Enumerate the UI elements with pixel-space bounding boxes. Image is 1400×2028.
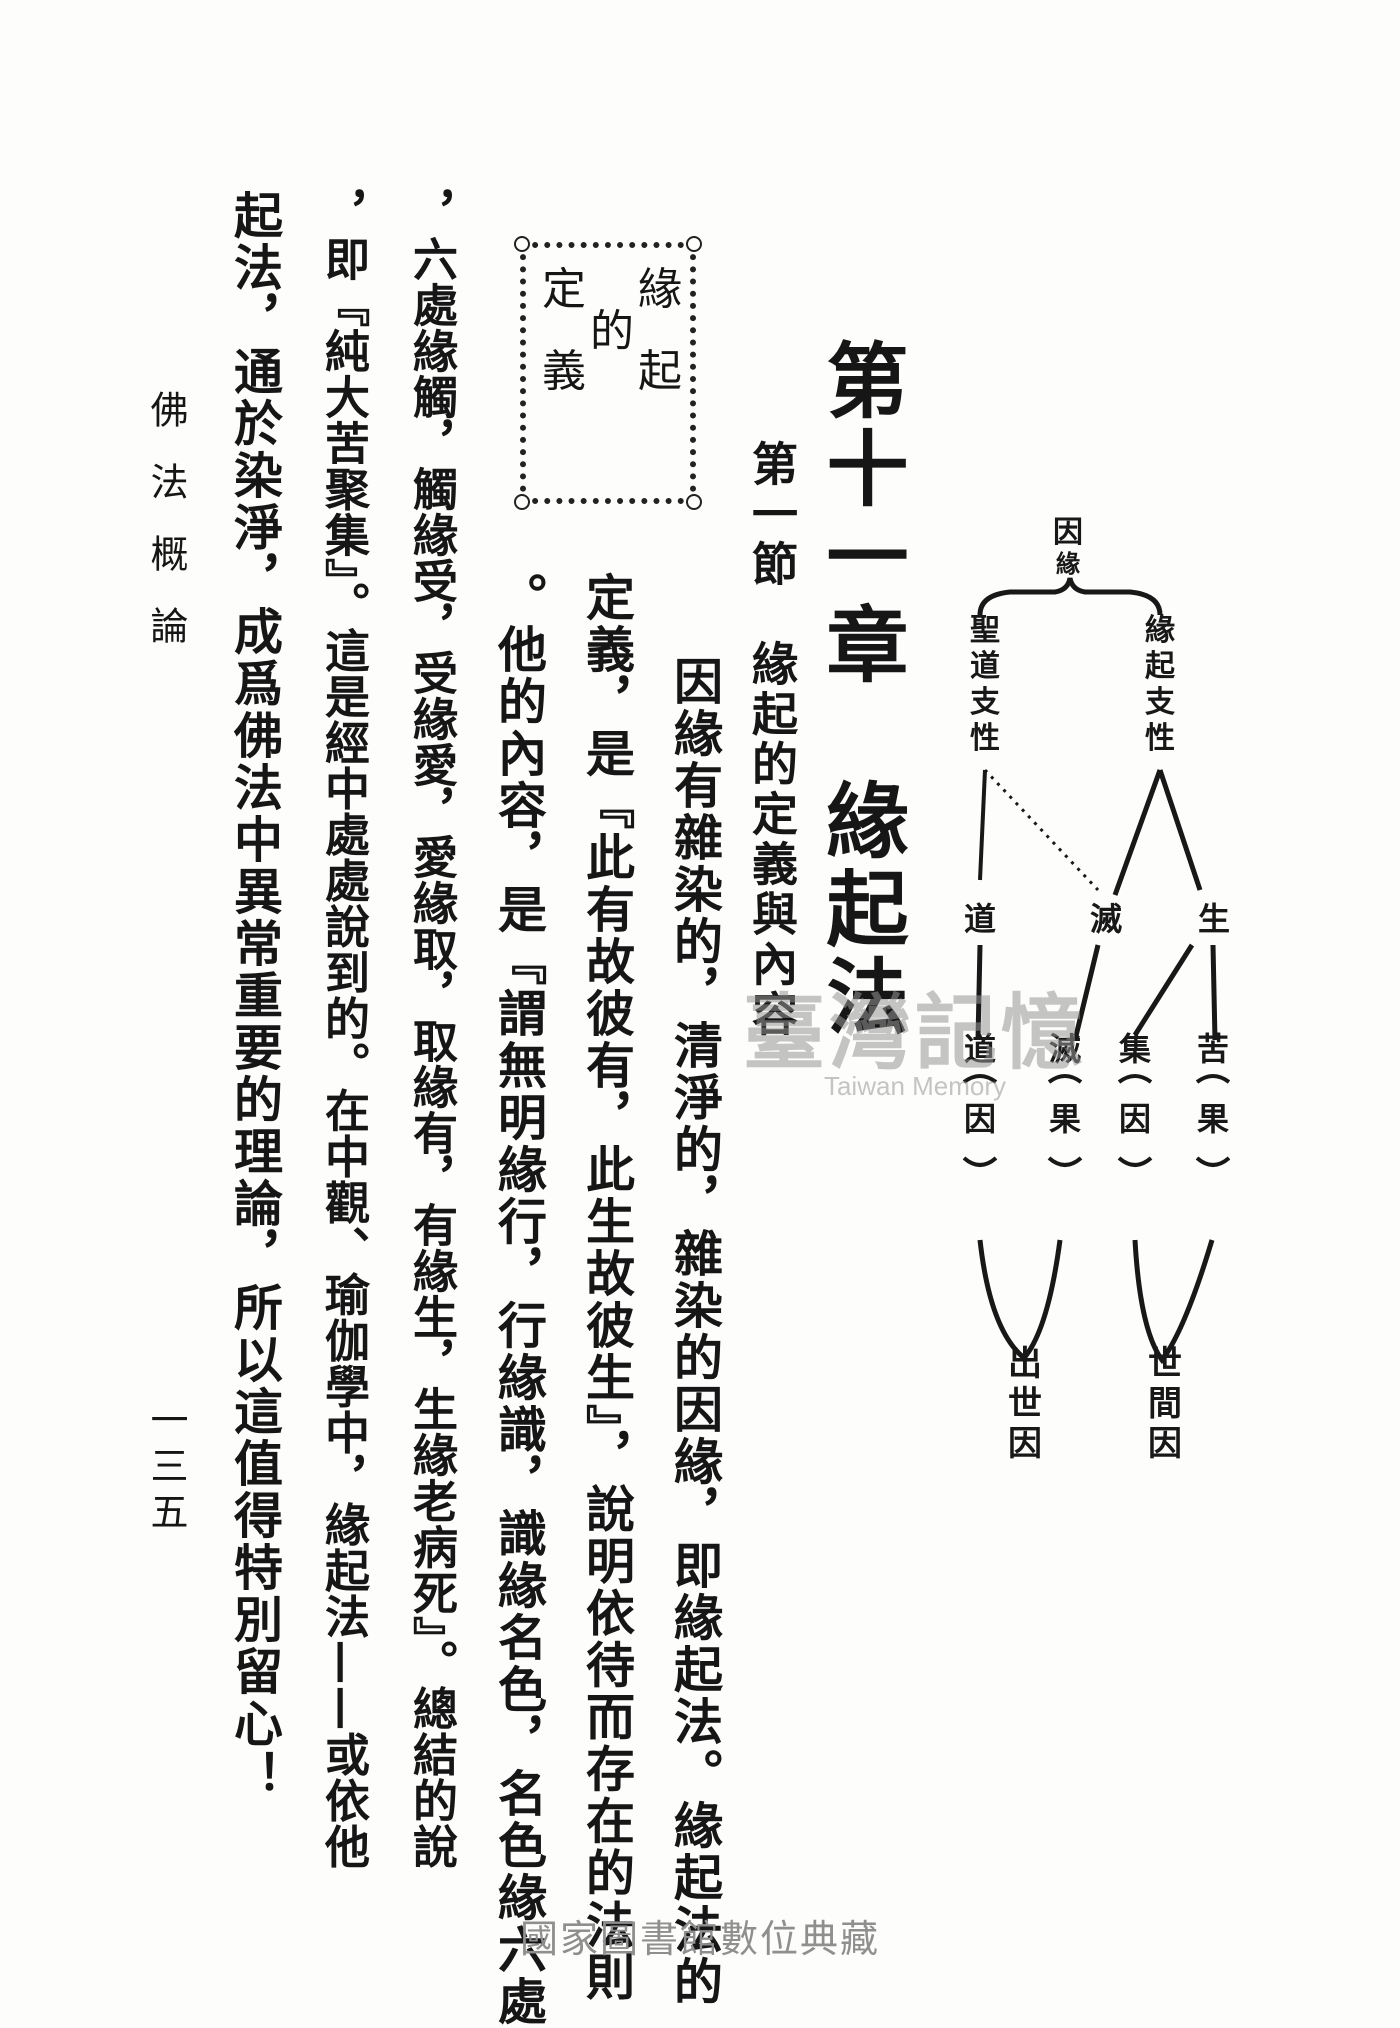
diagram-level3-char: 果 bbox=[1049, 1100, 1081, 1138]
archive-caption: 國家圖書館數位典藏 bbox=[519, 1917, 880, 1961]
body-column-6: 起法，通於染淨，成爲佛法中異常重要的理論，所以這值得特別留心！ bbox=[226, 190, 284, 1802]
diagram-root-bracket bbox=[977, 577, 1163, 616]
diagram-line bbox=[1210, 944, 1218, 1041]
diagram-paren-open bbox=[1195, 1074, 1231, 1084]
diagram-paren-open bbox=[1047, 1074, 1083, 1084]
diagram-branch-char: 性 bbox=[970, 721, 1000, 756]
diagram-paren-close bbox=[1117, 1156, 1153, 1167]
diagram-branch-char: 聖 bbox=[970, 613, 1000, 648]
diagram-result-char: 世 bbox=[1008, 1384, 1042, 1424]
diagram-level3-char: 滅 bbox=[1049, 1030, 1081, 1068]
running-title: 佛法概論 bbox=[144, 390, 188, 678]
diagram-level2-cessation: 滅 bbox=[1090, 900, 1122, 938]
diagram-branch-char: 緣 bbox=[1145, 613, 1175, 648]
body-column-5: ，即『純大苦聚集』。這是經中處處說到的。在中觀、瑜伽學中，緣起法——或依他 bbox=[317, 190, 370, 1870]
diagram-branch-char: 支 bbox=[1145, 685, 1175, 720]
diagram-line bbox=[1112, 769, 1163, 896]
sidebar-heading-char: 的 bbox=[590, 306, 646, 357]
sidebar-heading-char: 起 bbox=[638, 346, 694, 397]
diagram-converge-transcendent bbox=[977, 1239, 1063, 1362]
box-corner-ornament bbox=[686, 236, 702, 252]
diagram-line bbox=[1132, 943, 1195, 1037]
diagram-result-char: 間 bbox=[1148, 1384, 1182, 1424]
diagram-line bbox=[975, 944, 983, 1041]
diagram-branch-char: 起 bbox=[1145, 649, 1176, 684]
diagram-branch-char: 支 bbox=[970, 685, 1000, 720]
body-column-3: 。他的內容，是『謂無明緣行，行緣識，識緣名色，名色緣六處 bbox=[490, 572, 548, 2028]
body-column-1: 因緣有雜染的，清淨的，雜染的因緣，即緣起法。緣起法的 bbox=[666, 656, 724, 2008]
diagram-result-char: 因 bbox=[1148, 1424, 1182, 1460]
box-corner-ornament bbox=[514, 494, 530, 510]
page-number: 一三五 bbox=[144, 1400, 188, 1538]
diagram-results: 世間因果出世因果 bbox=[1008, 1344, 1182, 1504]
chapter-title: 第十一章 緣起法 bbox=[812, 338, 908, 1042]
diagram-result-char: 因 bbox=[1008, 1424, 1042, 1460]
diagram-level3-item: 道因 bbox=[962, 1030, 998, 1167]
section-title: 第一節 緣起的定義與內容 bbox=[745, 440, 799, 1040]
diagram-level3-item: 集因 bbox=[1117, 1030, 1153, 1167]
diagram-root-char-1: 因 bbox=[1053, 515, 1083, 550]
diagram-paren-close bbox=[962, 1156, 998, 1167]
diagram-paren-open bbox=[962, 1074, 998, 1084]
diagram-level3-char: 集 bbox=[1118, 1030, 1151, 1068]
diagram-paren-close bbox=[1047, 1156, 1083, 1167]
diagram-converge-worldly bbox=[1132, 1239, 1215, 1365]
sidebar-heading-char: 緣 bbox=[638, 264, 694, 315]
diagram-paren-close bbox=[1195, 1156, 1231, 1167]
diagram-line bbox=[978, 769, 987, 881]
diagram-level2-path: 道 bbox=[964, 900, 996, 938]
body-column-2: 定義，是『此有故彼有，此生故彼生』，說明依待而存在的法則 bbox=[578, 572, 636, 2004]
box-corner-ornament bbox=[514, 236, 530, 252]
diagram-result-char: 世 bbox=[1148, 1344, 1182, 1384]
diagram-level3-char: 因 bbox=[964, 1100, 996, 1138]
sidebar-heading-char: 義 bbox=[542, 346, 598, 397]
diagram-level3-char: 苦 bbox=[1197, 1030, 1229, 1068]
sidebar-heading-char: 定 bbox=[542, 264, 598, 315]
diagram-branch-char: 性 bbox=[1145, 721, 1175, 756]
diagram-level3-item: 苦果 bbox=[1195, 1030, 1231, 1167]
diagram-level3-char: 因 bbox=[1119, 1100, 1151, 1138]
box-corner-ornament bbox=[686, 494, 702, 510]
diagram-root-char-2: 緣 bbox=[1056, 549, 1080, 578]
diagram-line bbox=[1072, 944, 1101, 1041]
diagram-paren-open bbox=[1117, 1074, 1153, 1084]
diagram-level3-char: 道 bbox=[964, 1030, 996, 1068]
diagram-level2-birth: 生 bbox=[1198, 900, 1230, 938]
diagram-line-dotted bbox=[983, 768, 1100, 892]
body-column-4: ，六處緣觸，觸緣受，受緣愛，愛緣取，取緣有，有緣生，生緣老病死』。總結的說 bbox=[405, 190, 458, 1870]
diagram-level3-item: 滅果 bbox=[1047, 1030, 1083, 1167]
diagram-branch-char: 道 bbox=[970, 649, 1000, 684]
diagram-result-char: 出 bbox=[1008, 1344, 1042, 1384]
diagram-line bbox=[1157, 769, 1203, 891]
sidebar-heading-box: 緣起的定義 bbox=[514, 236, 702, 510]
diagram-level3-char: 果 bbox=[1197, 1100, 1229, 1138]
